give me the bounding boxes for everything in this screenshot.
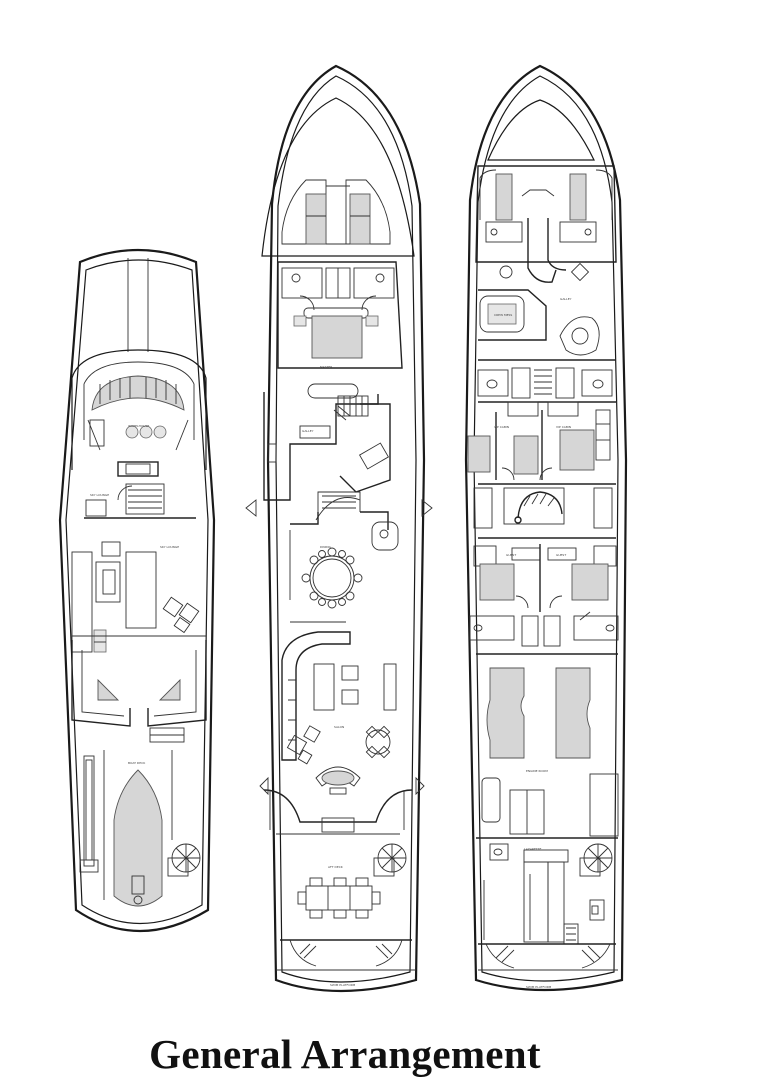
sun-deck-stair [117, 483, 165, 515]
svg-text:SWIM PLATFORM: SWIM PLATFORM [526, 985, 552, 989]
svg-text:VIP CABIN: VIP CABIN [494, 425, 509, 429]
tender-boat [113, 769, 163, 907]
svg-text:SWIM PLATFORM: SWIM PLATFORM [330, 983, 356, 987]
sun-deck-plan: WHEELHOUSE SKY LOUNGE SKY LOUNGE BOAT DE… [58, 248, 216, 932]
svg-text:SKY LOUNGE: SKY LOUNGE [90, 493, 109, 497]
guest-cabins-forward [467, 401, 611, 481]
helm-chairs [87, 419, 189, 451]
svg-text:GALLEY: GALLEY [302, 429, 314, 433]
svg-text:BOAT DECK: BOAT DECK [128, 761, 146, 765]
crane [79, 755, 99, 873]
lower-deck-stair [473, 487, 613, 529]
galley [263, 383, 391, 501]
engine-room [476, 667, 619, 839]
foredeck-sunpads [281, 179, 391, 245]
guest-cabins-aft [469, 544, 619, 647]
svg-text:SKY LOUNGE: SKY LOUNGE [160, 545, 179, 549]
main-deck-stair [290, 491, 389, 530]
main-deck-plan: MASTER GALLEY DINING SALON AFT DECK SWIM… [245, 64, 433, 993]
svg-text:VIP CABIN: VIP CABIN [556, 425, 571, 429]
svg-text:MASTER: MASTER [320, 365, 332, 369]
aft-deck-dining [297, 877, 381, 919]
master-stateroom [277, 261, 403, 369]
lazarette [483, 843, 613, 945]
guest-heads [477, 367, 613, 399]
svg-text:SALON: SALON [334, 725, 344, 729]
sun-deck-aft-seating [71, 640, 207, 743]
svg-text:GUEST: GUEST [556, 553, 566, 557]
main-salon [281, 631, 397, 795]
dining-table [301, 547, 363, 609]
svg-text:GUEST: GUEST [506, 553, 516, 557]
lower-deck-plan: CREW MESS GALLEY VIP CABIN VIP CABIN GUE… [464, 64, 628, 992]
crew-mess [478, 262, 616, 361]
drawing-caption: General Arrangement [149, 1031, 541, 1077]
svg-text:LAZARETTE: LAZARETTE [524, 847, 541, 851]
sun-deck-aft-stair [167, 843, 201, 877]
svg-text:DINING: DINING [320, 545, 332, 549]
svg-text:CREW MESS: CREW MESS [494, 313, 512, 317]
svg-text:ENGINE ROOM: ENGINE ROOM [526, 769, 548, 773]
main-aft-stair [373, 843, 407, 877]
crew-quarters [475, 165, 617, 283]
svg-text:GALLEY: GALLEY [560, 297, 572, 301]
sun-deck-windscreen [91, 375, 185, 411]
svg-text:WHEELHOUSE: WHEELHOUSE [128, 424, 149, 428]
sun-deck-lounge [71, 541, 200, 653]
svg-text:AFT DECK: AFT DECK [328, 865, 344, 869]
